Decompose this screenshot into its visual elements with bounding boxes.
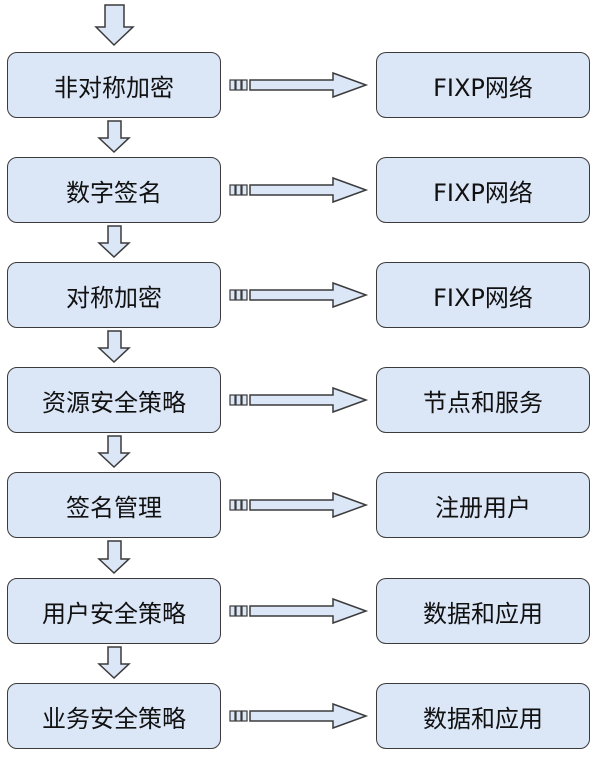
arrow-tail-segment	[241, 394, 248, 406]
step-label: 非对称加密	[54, 73, 174, 102]
step-label: 资源安全策略	[42, 388, 186, 417]
arrow-tail-segment	[235, 394, 242, 406]
target-box-data-and-applications: 数据和应用	[376, 683, 590, 749]
right-arrow	[249, 176, 369, 204]
arrow-tail-segment	[229, 289, 236, 301]
target-box-data-and-applications: 数据和应用	[376, 578, 590, 644]
right-arrow	[249, 386, 369, 414]
step-box-signature-management: 签名管理	[7, 472, 221, 538]
target-label: 数据和应用	[423, 704, 543, 733]
target-label: 节点和服务	[423, 388, 543, 417]
step-box-user-security-policy: 用户安全策略	[7, 578, 221, 644]
target-label: 数据和应用	[423, 599, 543, 628]
target-box-fixp-network: FIXP网络	[376, 157, 590, 223]
arrow-tail-segment	[235, 289, 242, 301]
step-box-digital-signature: 数字签名	[7, 157, 221, 223]
step-box-resource-security-policy: 资源安全策略	[7, 367, 221, 433]
right-arrow	[249, 281, 369, 309]
right-arrow	[249, 491, 369, 519]
arrow-tail-segment	[235, 710, 242, 722]
arrow-tail-segment	[235, 499, 242, 511]
step-label: 对称加密	[66, 283, 162, 312]
target-box-fixp-network: FIXP网络	[376, 52, 590, 118]
right-arrow	[249, 71, 369, 99]
down-arrow	[97, 225, 131, 259]
target-box-nodes-and-services: 节点和服务	[376, 367, 590, 433]
arrow-tail-segment	[229, 79, 236, 91]
target-label: 注册用户	[435, 493, 531, 522]
step-box-asymmetric-encryption: 非对称加密	[7, 52, 221, 118]
arrow-tail-segment	[229, 605, 236, 617]
down-arrow	[97, 435, 131, 469]
arrow-tail-segment	[241, 605, 248, 617]
step-label: 业务安全策略	[42, 704, 186, 733]
arrow-tail-segment	[241, 710, 248, 722]
arrow-tail-segment	[229, 710, 236, 722]
arrow-tail-segment	[241, 499, 248, 511]
arrow-tail-segment	[229, 394, 236, 406]
right-arrow	[249, 702, 369, 730]
down-arrow	[97, 330, 131, 364]
entry-down-arrow	[94, 4, 135, 47]
down-arrow	[97, 646, 131, 680]
target-label: FIXP网络	[433, 178, 533, 207]
target-label: FIXP网络	[433, 73, 533, 102]
arrow-tail-segment	[235, 184, 242, 196]
step-box-symmetric-encryption: 对称加密	[7, 262, 221, 328]
arrow-tail-segment	[229, 184, 236, 196]
step-label: 用户安全策略	[42, 599, 186, 628]
right-arrow	[249, 597, 369, 625]
step-box-business-security-policy: 业务安全策略	[7, 683, 221, 749]
target-label: FIXP网络	[433, 283, 533, 312]
arrow-tail-segment	[235, 605, 242, 617]
arrow-tail-segment	[235, 79, 242, 91]
down-arrow	[97, 540, 131, 575]
arrow-tail-segment	[241, 79, 248, 91]
arrow-tail-segment	[241, 184, 248, 196]
arrow-tail-segment	[229, 499, 236, 511]
arrow-tail-segment	[241, 289, 248, 301]
step-label: 数字签名	[66, 178, 162, 207]
target-box-fixp-network: FIXP网络	[376, 262, 590, 328]
down-arrow	[97, 120, 131, 154]
target-box-registered-users: 注册用户	[376, 472, 590, 538]
step-label: 签名管理	[66, 493, 162, 522]
